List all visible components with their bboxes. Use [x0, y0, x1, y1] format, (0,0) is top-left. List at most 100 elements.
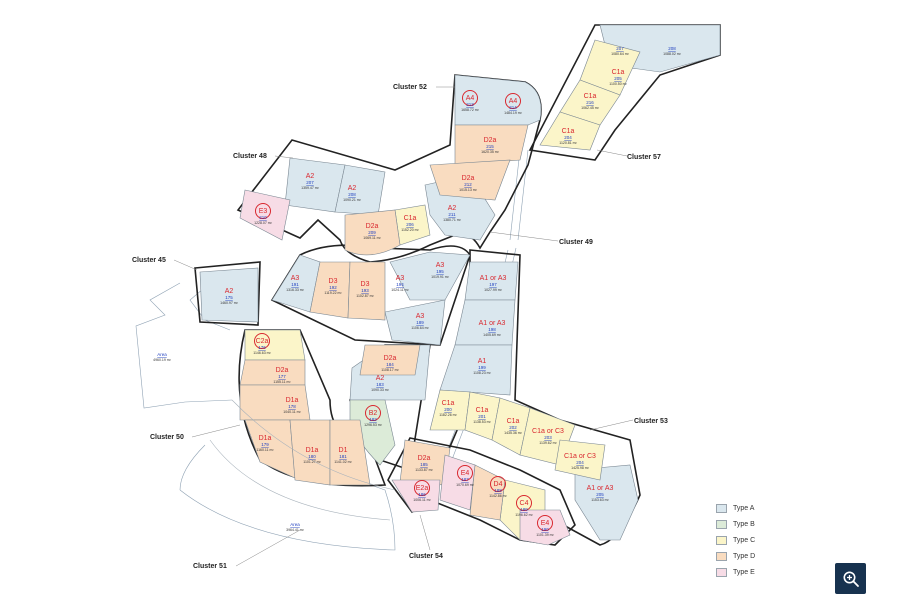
plot-number[interactable]: 201: [478, 414, 486, 419]
plot-type-circle: [457, 465, 473, 481]
plot-number[interactable]: 209: [368, 230, 376, 235]
plot-number[interactable]: 185: [420, 462, 428, 467]
plot-number[interactable]: 215: [486, 144, 494, 149]
plot-number[interactable]: 179: [261, 442, 269, 447]
plot-type-label: A2: [376, 375, 385, 382]
plot-area: 1101.27 m²: [303, 460, 321, 464]
plot-number[interactable]: 206: [406, 222, 414, 227]
plot-number[interactable]: 177: [278, 374, 286, 379]
plot-area: 1160.11 m²: [256, 448, 274, 452]
plot-area: 1620.35 m²: [481, 150, 500, 154]
plot-number[interactable]: 195: [436, 269, 444, 274]
plot-type-label: C4: [520, 500, 529, 507]
plot-number[interactable]: 182: [369, 417, 377, 422]
plot-area: 1316.33 m²: [286, 288, 305, 292]
legend-label: Type E: [733, 568, 755, 576]
plot-number[interactable]: 181: [339, 454, 347, 459]
plot-type-label: C1a: [612, 69, 625, 76]
plot-number[interactable]: 204: [576, 460, 584, 465]
plot-number[interactable]: 208: [668, 46, 676, 51]
plot-number[interactable]: 191: [291, 282, 299, 287]
plot-number[interactable]: 213: [466, 102, 474, 107]
plot-number[interactable]: 216: [586, 100, 594, 105]
legend-swatch: [716, 519, 727, 529]
plot-area: 1139.62 m²: [539, 441, 557, 445]
plot-type-label: A2: [225, 288, 234, 295]
plot-number[interactable]: 189: [520, 507, 528, 512]
plot-number[interactable]: 214: [509, 105, 517, 110]
cluster-52-label: Cluster 52: [393, 84, 427, 91]
plot-number[interactable]: 175: [225, 295, 233, 300]
legend-item-type-a: Type A: [716, 500, 755, 516]
plot-area: 4960.19 m²: [153, 358, 172, 362]
plot-number[interactable]: 194: [396, 282, 404, 287]
plot-number[interactable]: 212: [464, 182, 472, 187]
plot-number[interactable]: 190: [541, 527, 549, 532]
plot-number[interactable]: 192: [329, 285, 337, 290]
plot-area: 1090.33 m²: [371, 388, 390, 392]
plot-type-circle: [537, 515, 553, 531]
plot-area: 1108.23 m²: [473, 371, 491, 375]
plot-type-label: D3: [361, 281, 370, 288]
plot-type-label: D2a: [366, 223, 379, 230]
plot-number[interactable]: 205: [596, 492, 604, 497]
plot-number[interactable]: 200: [444, 407, 452, 412]
plot-area: 1108.17 m²: [381, 368, 399, 372]
plot-number[interactable]: Area: [157, 352, 167, 357]
plot-area: 1155.11 m²: [273, 380, 291, 384]
plot-type-label: A2: [306, 173, 315, 180]
plot-type-label: C1a or C3: [532, 428, 564, 435]
plot-area: 1153.63 m²: [591, 498, 609, 502]
plot-number[interactable]: 204: [564, 135, 572, 140]
zoom-in-icon: [843, 571, 859, 587]
plot-type-label: A3: [396, 275, 405, 282]
plot-type-label: D3: [329, 278, 338, 285]
legend-item-type-b: Type B: [716, 516, 755, 532]
plot-number[interactable]: 199: [478, 365, 486, 370]
plot-number[interactable]: 193: [361, 288, 369, 293]
plot-number[interactable]: 183: [376, 382, 384, 387]
plot-number[interactable]: 198: [488, 327, 496, 332]
plot-number[interactable]: 188: [494, 488, 502, 493]
plot-number[interactable]: 205: [614, 76, 622, 81]
plot-number[interactable]: 211: [448, 212, 456, 217]
plot-number[interactable]: 189: [416, 320, 424, 325]
plot-number[interactable]: 184: [386, 362, 394, 367]
plot-number[interactable]: 203: [544, 435, 552, 440]
plot-area: 1024.11 m²: [391, 288, 409, 292]
plot-number[interactable]: 180: [308, 454, 316, 459]
plot-number[interactable]: 186: [418, 492, 426, 497]
arcs: [209, 399, 396, 521]
plot-number[interactable]: 207: [616, 46, 624, 51]
plot-type-circle: [365, 405, 381, 421]
plot-number[interactable]: 207: [306, 180, 314, 185]
cluster-50-label: Cluster 50: [150, 434, 184, 441]
plot-area: 1019.91 m²: [431, 275, 450, 279]
plot-number[interactable]: 197: [489, 282, 497, 287]
plot-number[interactable]: 202: [509, 425, 517, 430]
plot-area: 1484.19 m²: [504, 111, 523, 115]
plot-number[interactable]: 208: [348, 192, 356, 197]
plot-number[interactable]: 178: [288, 404, 296, 409]
plot-area: 1228.07 m²: [254, 221, 273, 225]
plot-number[interactable]: 210: [259, 215, 267, 220]
plot-number[interactable]: Area: [290, 522, 300, 527]
zoom-in-button[interactable]: [835, 563, 866, 594]
plot-type-circle: [490, 476, 506, 492]
plot-number[interactable]: 176: [258, 345, 266, 350]
plot-number[interactable]: 187: [461, 477, 469, 482]
